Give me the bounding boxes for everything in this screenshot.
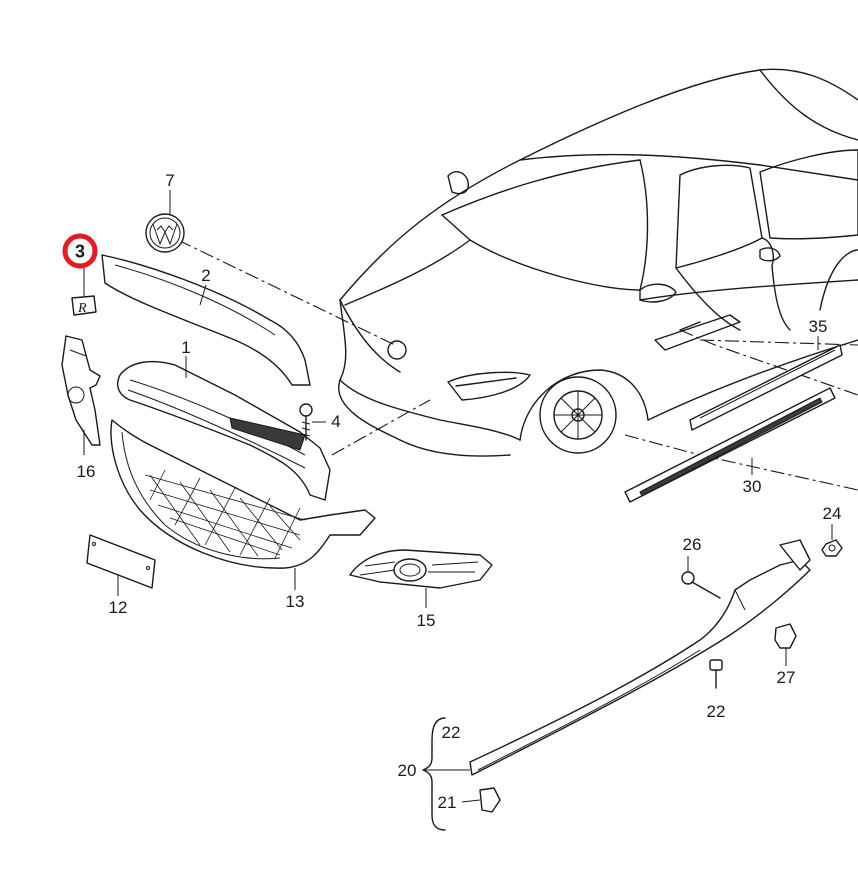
callout-15[interactable]: 15 [417, 611, 436, 630]
screw-part[interactable] [299, 403, 313, 441]
callout-3: 3 [75, 242, 85, 262]
callout-16[interactable]: 16 [77, 462, 96, 481]
nut-part[interactable] [821, 524, 843, 557]
callout-bracket [422, 717, 470, 831]
sill-trim-upper-part[interactable] [689, 336, 843, 431]
callout-35[interactable]: 35 [809, 317, 828, 336]
callout-27[interactable]: 27 [777, 668, 796, 687]
r-badge-part[interactable]: R [71, 266, 97, 316]
license-plate-bracket-part[interactable] [86, 534, 156, 596]
upper-grille-part[interactable] [117, 360, 331, 501]
car-body-outline [338, 68, 858, 457]
retainer-part[interactable] [461, 787, 501, 813]
side-skirt-part[interactable] [469, 539, 811, 776]
upper-grille-trim-part[interactable] [101, 254, 311, 386]
svg-text:R: R [77, 301, 87, 316]
callout-labels: 7 2 1 4 16 12 13 15 35 30 24 26 27 22 22… [77, 171, 842, 812]
callout-7[interactable]: 7 [165, 171, 174, 190]
callout-20[interactable]: 20 [398, 761, 417, 780]
callout-24[interactable]: 24 [823, 504, 842, 523]
callout-26[interactable]: 26 [683, 535, 702, 554]
sill-trim-lower-part[interactable] [624, 387, 836, 503]
callout-2[interactable]: 2 [201, 266, 210, 285]
callout-13[interactable]: 13 [286, 592, 305, 611]
callout-22-right[interactable]: 22 [707, 702, 726, 721]
vw-emblem-part[interactable] [145, 213, 185, 253]
callout-1[interactable]: 1 [181, 338, 190, 357]
lower-grille-part[interactable] [110, 419, 376, 590]
leader-lines [169, 190, 326, 423]
callout-4[interactable]: 4 [331, 412, 340, 431]
highlight-marker[interactable]: 3 [62, 233, 98, 269]
callout-21[interactable]: 21 [438, 793, 457, 812]
bolt-part[interactable] [681, 556, 721, 599]
bracket-part[interactable] [61, 335, 101, 455]
fog-light-grille-part[interactable] [349, 549, 493, 608]
callout-12[interactable]: 12 [109, 598, 128, 617]
stud-part[interactable] [709, 659, 723, 689]
callout-22-left[interactable]: 22 [442, 723, 461, 742]
callout-30[interactable]: 30 [743, 477, 762, 496]
clip-part[interactable] [774, 623, 797, 666]
